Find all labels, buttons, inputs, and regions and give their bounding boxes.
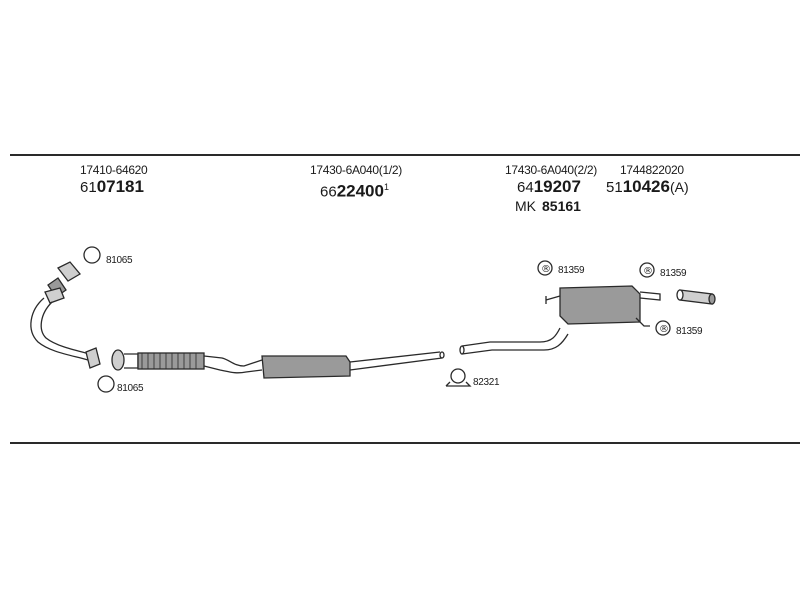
- code-suffix: 1: [383, 182, 389, 192]
- code-number: 19207: [533, 177, 581, 196]
- svg-text:®: ®: [541, 264, 551, 275]
- hanger-right-bottom-icon[interactable]: ®: [655, 320, 671, 336]
- part-code: 6107181: [80, 177, 147, 198]
- tail-pipe[interactable]: [676, 289, 716, 305]
- bottom-divider: [10, 442, 800, 444]
- part-tailpipe-label[interactable]: 1744822020 5110426(A): [606, 163, 695, 198]
- code-number: 22400: [336, 181, 384, 201]
- code-suffix: (A): [669, 179, 689, 195]
- part-rear-muffler-label[interactable]: 17430-6A040(2/2) 6419207 MK 85161: [505, 163, 597, 214]
- code-prefix: 66: [320, 183, 337, 201]
- mk-prefix: MK: [515, 198, 536, 214]
- code-number: 07181: [96, 177, 144, 196]
- hanger-left-icon[interactable]: ®: [537, 260, 553, 276]
- svg-text:®: ®: [659, 324, 669, 335]
- part-center-pipe-label[interactable]: 17430-6A040(1/2) 66224001: [310, 163, 402, 203]
- front-pipe[interactable]: [30, 261, 101, 369]
- code-prefix: 51: [606, 179, 623, 196]
- part-code: 5110426(A): [606, 177, 689, 198]
- oem-number: 17430-6A040(2/2): [505, 163, 597, 177]
- gasket-top-icon[interactable]: [83, 246, 101, 264]
- ref-label-hanger-right-top: 81359: [660, 268, 687, 279]
- ref-label-gasket-bottom: 81065: [117, 383, 144, 394]
- gasket-bottom-icon[interactable]: [97, 375, 115, 393]
- mk-code: MK 85161: [505, 198, 597, 214]
- oem-number: 17410-64620: [80, 163, 148, 177]
- clamp-icon[interactable]: [445, 368, 472, 387]
- center-pipe[interactable]: [111, 349, 445, 379]
- part-front-pipe-label[interactable]: 17410-64620 6107181: [80, 163, 148, 198]
- ref-label-hanger-right-bottom: 81359: [676, 326, 703, 337]
- part-code: 66224001: [310, 177, 402, 203]
- ref-label-clamp: 82321: [473, 377, 500, 388]
- top-divider: [10, 154, 800, 156]
- hanger-right-top-icon[interactable]: ®: [639, 262, 655, 278]
- code-prefix: 64: [517, 179, 534, 196]
- oem-number: 17430-6A040(1/2): [310, 163, 402, 177]
- mk-number: 85161: [542, 198, 581, 214]
- oem-number: 1744822020: [620, 163, 684, 177]
- ref-label-gasket-top: 81065: [106, 255, 133, 266]
- rear-muffler[interactable]: [459, 285, 661, 355]
- ref-label-hanger-left: 81359: [558, 265, 585, 276]
- svg-text:®: ®: [643, 266, 653, 277]
- part-code: 6419207: [505, 177, 597, 198]
- code-prefix: 61: [80, 179, 97, 196]
- code-number: 10426: [622, 177, 670, 196]
